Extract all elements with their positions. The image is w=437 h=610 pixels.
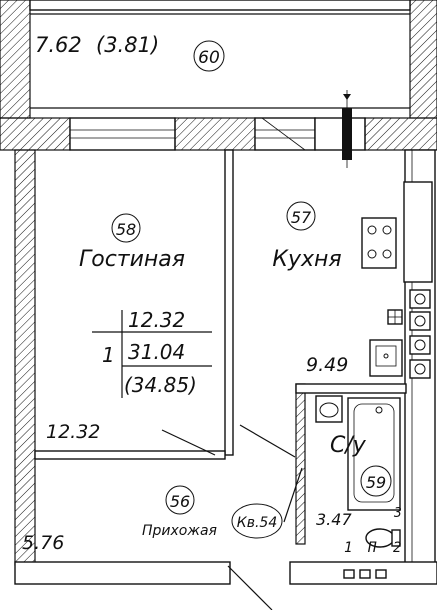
kitchen-counter	[387, 181, 433, 379]
bathroom-name: С/у	[330, 433, 367, 458]
balcony-number-circle	[193, 40, 225, 72]
summary-total-with-balcony: (34.85)	[124, 373, 197, 397]
hallway-number-circle	[165, 485, 195, 515]
outer-wall-bottom	[14, 561, 437, 610]
kitchen-name: Кухня	[272, 247, 341, 272]
kitchen-number-circle	[286, 201, 316, 231]
bathroom-wall-top	[295, 383, 407, 394]
apartment-badge: Кв.54	[237, 515, 277, 531]
balcony-area: 7.62	[35, 33, 82, 57]
summary-total-area: 31.04	[128, 340, 185, 364]
bathroom-number: 59	[366, 473, 386, 492]
kitchen-number: 57	[291, 208, 312, 227]
marker-3: 3	[393, 506, 402, 521]
balcony-top-rail	[29, 0, 411, 11]
apartment-badge-oval	[231, 503, 283, 539]
outer-wall-top	[0, 90, 437, 168]
living-name: Гостиная	[79, 247, 185, 272]
balcony-area-alt: (3.81)	[96, 33, 159, 57]
marker-1: 1	[344, 540, 352, 556]
balcony-right-wall	[409, 0, 437, 119]
balcony	[0, 0, 437, 119]
living-area-left: 12.32	[46, 421, 100, 443]
bathroom-number-circle	[360, 465, 392, 497]
living-number-circle	[111, 213, 141, 243]
summary-rooms-count: 1	[102, 343, 115, 367]
hallway-number: 56	[170, 492, 190, 511]
kitchen-sink	[369, 339, 403, 377]
left-outer-wall	[14, 149, 36, 566]
vent-3	[375, 569, 387, 579]
hallway-name: Прихожая	[142, 523, 217, 539]
living-number: 58	[116, 220, 136, 239]
balcony-door-frame	[342, 108, 352, 160]
balcony-number: 60	[198, 48, 220, 68]
marker-p: П	[367, 540, 377, 556]
balcony-left-wall	[0, 0, 31, 119]
living-hallway-partition	[34, 450, 226, 460]
living-kitchen-partition	[224, 149, 234, 456]
bathroom-wall-left	[295, 383, 306, 545]
kitchen-stove	[361, 217, 397, 269]
partitions	[34, 149, 407, 545]
kitchen-area: 9.49	[306, 354, 348, 376]
summary-living-area: 12.32	[128, 308, 185, 332]
bathroom-area: 3.47	[316, 510, 352, 529]
marker-2: 2	[393, 540, 401, 556]
hallway-area: 5.76	[22, 532, 64, 554]
vent-1	[343, 569, 355, 579]
vent-2	[359, 569, 371, 579]
